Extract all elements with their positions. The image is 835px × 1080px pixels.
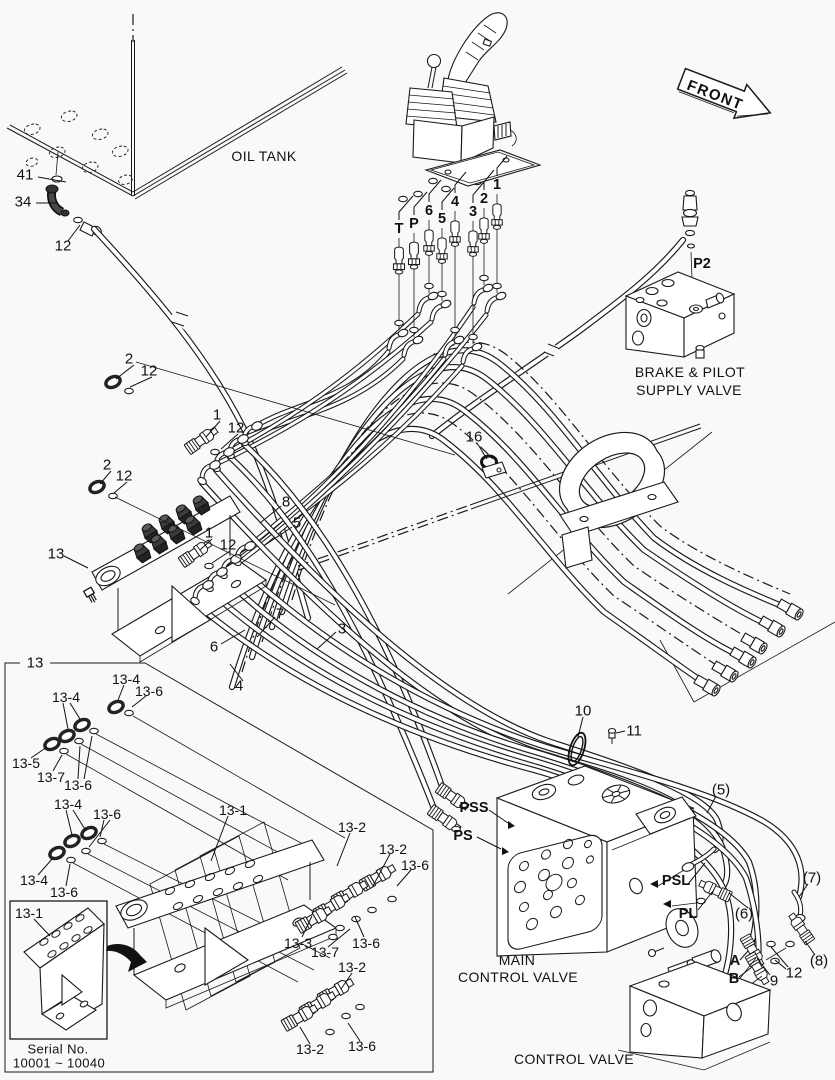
callout-11: 11 [626,722,642,740]
serial-no-range: 10001 ~ 10040 [12,1055,106,1071]
callout-12-mid2: 12 [219,536,237,554]
callout-6-hose: 6 [209,638,219,656]
callout-1-mid: 1 [204,524,214,542]
callout-13-3: 13-3 [283,935,313,951]
port-PL: PL [678,905,698,922]
port-5: 5 [437,210,447,227]
callout-34: 34 [14,193,32,211]
bracket-13-drawing [83,492,268,663]
callout-12-lower: 12 [115,467,133,485]
callout-7: 7 [275,605,285,623]
callout-13-6-f: 13-6 [351,935,381,951]
callout-8: 8 [281,493,291,511]
callout-5-paren: (5) [711,781,731,799]
port-6: 6 [424,202,434,219]
callout-2-lower: 2 [102,456,112,474]
callout-41: 41 [16,166,34,184]
port-PS: PS [453,827,473,844]
callout-13-6-g: 13-6 [347,1038,377,1054]
port-T: T [394,220,404,237]
main-control-valve-label-line2: CONTROL VALVE [457,969,579,985]
port-B: B [728,970,740,987]
callout-13-2-d: 13-2 [295,1041,325,1057]
port-1: 1 [492,176,502,193]
callout-13-4-d: 13-4 [19,872,49,888]
main-control-valve-drawing [495,765,699,957]
p2-fitting [681,189,699,306]
frame-bracket [558,431,679,569]
oil-tank-drawing [6,14,348,237]
leader-lines [30,155,816,1045]
callout-6-paren: (6) [734,905,754,923]
brake-pilot-valve-label-line1: BRAKE & PILOT [634,364,746,380]
port-2: 2 [479,190,489,207]
callout-13-1-inner: 13-1 [14,905,44,921]
callout-7-paren: (7) [802,869,822,887]
callout-13-4-a: 13-4 [111,671,141,687]
psl-pl-fittings [657,846,816,961]
callout-13-4-b: 13-4 [51,689,81,705]
control-valve-drawing [617,947,772,1071]
callout-13-2-b: 13-2 [378,841,408,857]
callout-4-hose: 4 [234,677,244,695]
callout-13-1-main: 13-1 [218,802,248,818]
serial-no-label: Serial No. [27,1041,89,1057]
callout-12-tank: 12 [54,237,72,255]
callout-13-6-d: 13-6 [49,884,79,900]
callout-8-paren: (8) [809,952,829,970]
callout-13-7-a: 13-7 [36,769,66,785]
grommet-10 [567,731,587,767]
port-3: 3 [468,203,478,220]
control-valve-label: CONTROL VALVE [513,1051,635,1067]
clamp-16 [480,454,507,479]
callout-13-4-c: 13-4 [53,796,83,812]
callout-13-6-e: 13-6 [400,857,430,873]
joystick-drawing [405,12,542,187]
callout-12-upper: 12 [140,362,158,380]
callout-10: 10 [574,702,592,720]
front-arrow [676,67,772,120]
port-P: P [409,215,419,232]
pointer-arrow [106,944,147,972]
callout-9: 9 [769,972,779,990]
callout-13-6-b: 13-6 [63,777,93,793]
callout-13-2-c: 13-2 [337,959,367,975]
pilot-port-columns [386,151,507,365]
oil-tank-label: OIL TANK [231,148,297,164]
brake-pilot-valve-drawing [624,271,736,359]
brake-pilot-valve-label-line2: SUPPLY VALVE [636,382,742,398]
callout-3-hose: 3 [337,620,347,638]
callout-16: 16 [465,428,483,446]
callout-13-2-a: 13-2 [337,819,367,835]
callout-13-7-b: 13-7 [310,944,340,960]
callout-13-6-a: 13-6 [134,683,164,699]
port-A: A [729,952,741,969]
callout-13-5: 13-5 [11,755,41,771]
callout-13-box: 13 [26,654,44,672]
port-PSS: PSS [459,799,489,816]
bolt-11 [607,727,617,744]
callout-13-6-c: 13-6 [92,806,122,822]
main-control-valve-label-line1: MAIN [498,952,536,968]
port-PSL: PSL [661,872,691,889]
callout-12-mid1: 12 [227,419,245,437]
p2-hose [430,238,685,438]
callout-13-bracket: 13 [47,545,65,563]
detail-box-13 [4,662,434,1073]
callout-5-hose: 5 [292,514,302,532]
port-P2: P2 [693,255,711,272]
port-4: 4 [450,193,460,210]
callout-12-cv: 12 [785,964,803,982]
callout-1-upper: 1 [212,406,222,424]
callout-2-upper: 2 [124,350,134,368]
